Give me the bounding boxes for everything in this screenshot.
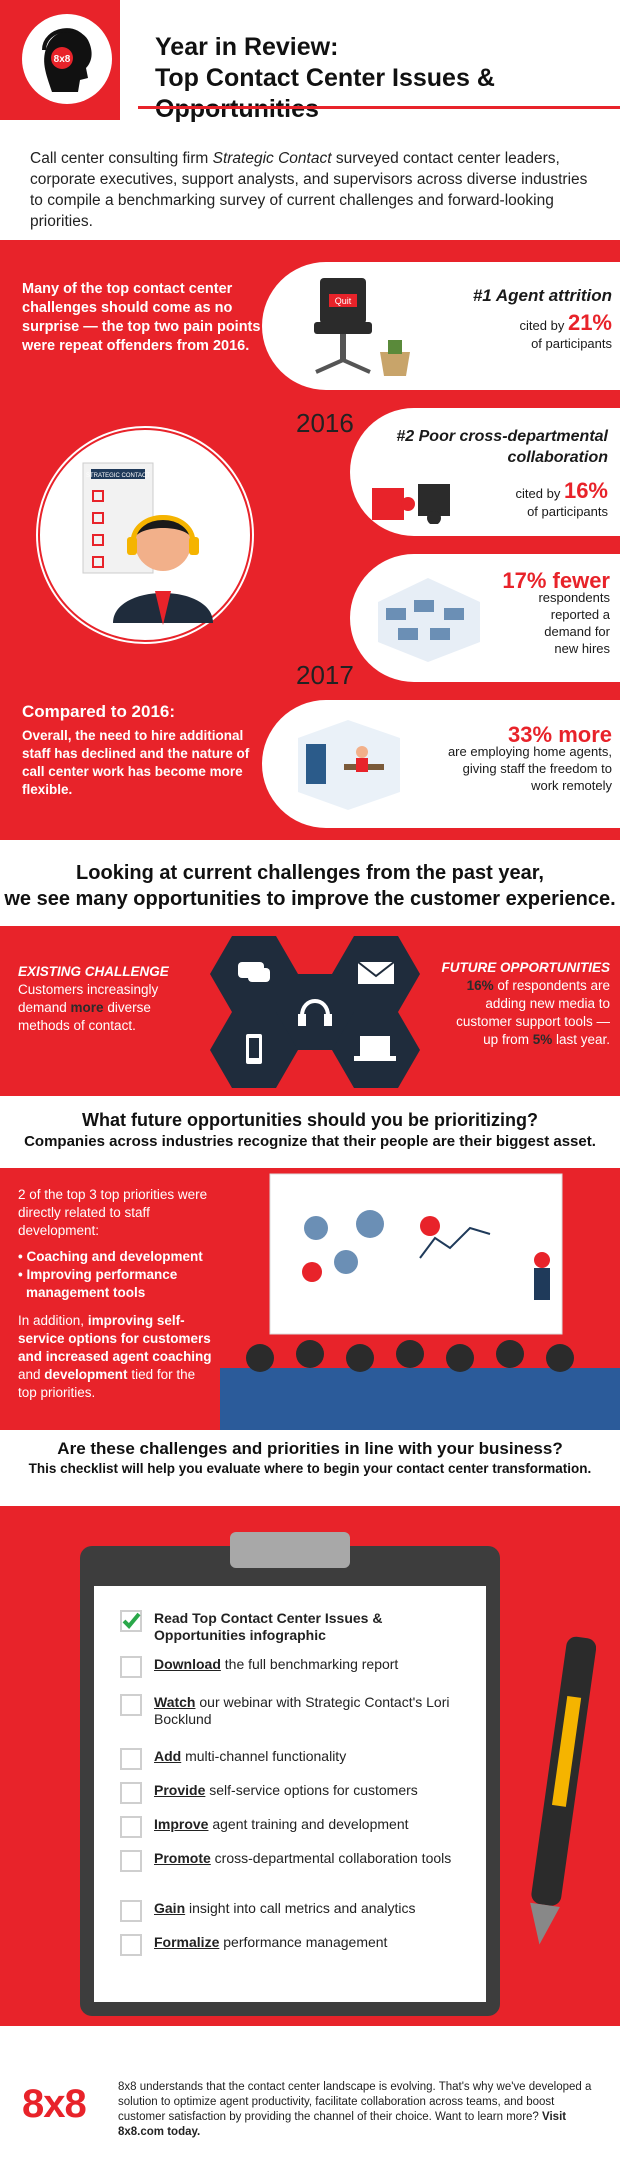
checkbox[interactable] bbox=[120, 1850, 142, 1872]
checkbox[interactable] bbox=[120, 1782, 142, 1804]
laptop-icon bbox=[354, 1036, 396, 1061]
home-office-icon bbox=[298, 720, 400, 810]
agent-with-clipboard-icon: STRATEGIC CONTACT bbox=[82, 462, 213, 625]
checklist-item[interactable]: Download the full benchmarking report bbox=[120, 1656, 460, 1678]
opportunities-heading: Looking at current challenges from the p… bbox=[4, 862, 616, 910]
attrition-percent: 21% bbox=[567, 310, 612, 335]
page-title: Year in Review: Top Contact Center Issue… bbox=[155, 32, 620, 125]
checklist-item[interactable]: Add multi-channel functionality bbox=[120, 1748, 460, 1770]
checkbox[interactable] bbox=[120, 1694, 142, 1716]
checklist-section: Read Top Contact Center Issues & Opportu… bbox=[0, 1506, 620, 2026]
checklist-item[interactable]: Promote cross-departmental collaboration… bbox=[120, 1850, 460, 1872]
checklist-item-label: Add multi-channel functionality bbox=[154, 1748, 347, 1764]
checklist-item-label: Provide self-service options for custome… bbox=[154, 1782, 418, 1798]
checkbox[interactable] bbox=[120, 1934, 142, 1956]
home-agents-card: 33% more are employing home agents, givi… bbox=[262, 700, 620, 828]
svg-text:Quit: Quit bbox=[335, 296, 352, 306]
clipboard: Read Top Contact Center Issues & Opportu… bbox=[80, 1532, 500, 2016]
agent-clipboard-illustration: STRATEGIC CONTACT bbox=[40, 430, 250, 640]
checklist-item-label: Improve agent training and development bbox=[154, 1816, 409, 1832]
puzzle-pieces-icon bbox=[372, 484, 450, 524]
checklist-heading: Are these challenges and priorities in l… bbox=[28, 1439, 592, 1476]
collaboration-card: #2 Poor cross-departmental collaboration… bbox=[350, 408, 620, 536]
checkbox[interactable] bbox=[120, 1816, 142, 1838]
agent-attrition-title: #1 Agent attrition bbox=[472, 286, 612, 305]
home-agents-stat: 33% more bbox=[508, 722, 612, 747]
svg-text:STRATEGIC CONTACT: STRATEGIC CONTACT bbox=[86, 473, 150, 479]
year-2017-label: 2017 bbox=[296, 660, 354, 690]
footer-text: 8x8 understands that the contact center … bbox=[118, 2081, 592, 2138]
checklist-item[interactable]: Watch our webinar with Strategic Contact… bbox=[120, 1694, 460, 1728]
company-name: Strategic Contact bbox=[212, 150, 332, 167]
mobile-phone-icon bbox=[246, 1034, 262, 1064]
checklist-item-label: Watch our webinar with Strategic Contact… bbox=[154, 1694, 450, 1727]
compared-to-2016-block: Compared to 2016: Overall, the need to h… bbox=[22, 702, 250, 797]
clipboard-clip bbox=[230, 1532, 350, 1568]
checklist-item[interactable]: Gain insight into call metrics and analy… bbox=[120, 1900, 460, 1922]
checklist-item[interactable]: Improve agent training and development bbox=[120, 1816, 460, 1838]
challenge-opportunity-section: EXISTING CHALLENGE Customers increasingl… bbox=[0, 926, 620, 1096]
collaboration-title: #2 Poor cross-departmental bbox=[396, 428, 608, 445]
footer: 8x8 8x8 understands that the contact cen… bbox=[0, 2046, 620, 2162]
fewer-hires-card: 17% fewer respondents reported a demand … bbox=[350, 554, 620, 682]
priorities-section: 2 of the top 3 top priorities were direc… bbox=[0, 1168, 620, 1430]
checklist-item[interactable]: Provide self-service options for custome… bbox=[120, 1782, 460, 1804]
checkbox[interactable] bbox=[120, 1656, 142, 1678]
intro-paragraph: Call center consulting firm Strategic Co… bbox=[30, 150, 588, 230]
checklist-item[interactable]: Read Top Contact Center Issues & Opportu… bbox=[120, 1610, 460, 1644]
repeat-offenders-text: Many of the top contact center challenge… bbox=[22, 281, 261, 354]
checklist-item-label: Read Top Contact Center Issues & Opportu… bbox=[154, 1610, 383, 1643]
checkbox[interactable] bbox=[120, 1748, 142, 1770]
checklist-item[interactable]: Formalize performance management bbox=[120, 1934, 460, 1956]
headset-icon bbox=[298, 999, 332, 1026]
future-opportunities-block: FUTURE OPPORTUNITIES 16% of respondents … bbox=[441, 960, 610, 1047]
fewer-hires-stat: 17% fewer bbox=[502, 568, 610, 593]
title-line1: Year in Review: bbox=[155, 33, 339, 61]
empty-chair-icon: Quit bbox=[314, 278, 410, 376]
header: 8x8 Year in Review: Top Contact Center I… bbox=[0, 0, 620, 123]
office-cubicles-icon bbox=[378, 578, 480, 662]
chat-bubbles-icon bbox=[238, 962, 270, 982]
checked-box-icon[interactable] bbox=[120, 1610, 142, 1632]
checklist-item-label: Gain insight into call metrics and analy… bbox=[154, 1900, 416, 1916]
title-line2: Top Contact Center Issues & Opportunitie… bbox=[155, 64, 495, 123]
checklist-item-label: Download the full benchmarking report bbox=[154, 1656, 399, 1672]
checklist-paper: Read Top Contact Center Issues & Opportu… bbox=[94, 1586, 486, 2002]
year-2016-label: 2016 bbox=[296, 408, 354, 438]
presentation-audience-icon bbox=[220, 1173, 620, 1430]
future-opportunities-heading: What future opportunities should you be … bbox=[24, 1110, 596, 1150]
collaboration-percent: 16% bbox=[563, 478, 608, 503]
priorities-text: 2 of the top 3 top priorities were direc… bbox=[18, 1187, 212, 1400]
header-divider bbox=[138, 106, 620, 109]
pen-icon bbox=[530, 1636, 596, 1945]
agent-headset-logo-icon: 8x8 bbox=[22, 14, 112, 104]
contact-channels-hexagons bbox=[210, 934, 420, 1090]
email-icon bbox=[357, 961, 395, 984]
brand-logo: 8x8 bbox=[22, 2082, 87, 2126]
existing-challenge-block: EXISTING CHALLENGE Customers increasingl… bbox=[18, 964, 169, 1033]
svg-text:8x8: 8x8 bbox=[54, 54, 71, 65]
agent-attrition-card: Quit #1 Agent attrition cited by 21% of … bbox=[262, 262, 620, 390]
checkbox[interactable] bbox=[120, 1900, 142, 1922]
checklist-item-label: Promote cross-departmental collaboration… bbox=[154, 1850, 452, 1866]
checklist-item-label: Formalize performance management bbox=[154, 1934, 388, 1950]
year-comparison-section: Many of the top contact center challenge… bbox=[0, 240, 620, 840]
visit-link[interactable]: Visit 8x8.com today. bbox=[118, 2111, 567, 2138]
